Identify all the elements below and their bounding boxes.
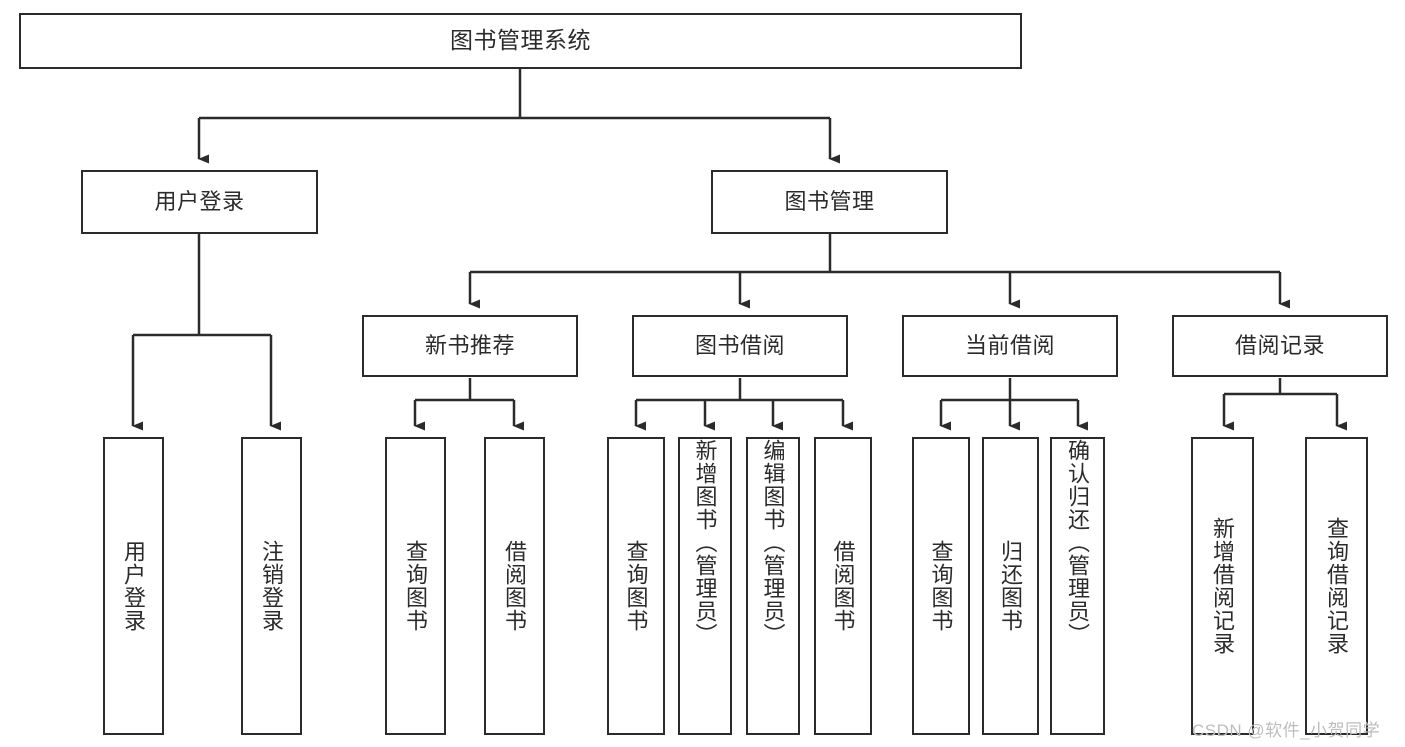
node-label: 编辑图书（管理员） bbox=[760, 439, 786, 646]
node-root-system[interactable]: 图书管理系统 bbox=[19, 13, 1022, 69]
leaf-current-borrow-confirm[interactable]: 确认归还（管理员） bbox=[1050, 437, 1105, 735]
node-label: 确认归还（管理员） bbox=[1065, 439, 1091, 646]
node-label: 借阅图书 bbox=[830, 540, 856, 632]
node-label: 查询图书 bbox=[623, 540, 649, 632]
node-label: 新书推荐 bbox=[424, 332, 515, 358]
watermark-text: CSDN @软件_小贺同学 bbox=[1192, 721, 1381, 740]
leaf-user-login-signin[interactable]: 用户登录 bbox=[103, 437, 164, 735]
node-book-management[interactable]: 图书管理 bbox=[711, 170, 948, 234]
node-label: 借阅记录 bbox=[1234, 332, 1325, 358]
node-label: 图书借阅 bbox=[694, 332, 785, 358]
leaf-book-borrow-borrow[interactable]: 借阅图书 bbox=[814, 437, 872, 735]
node-label: 用户登录 bbox=[154, 188, 245, 214]
leaf-book-borrow-add[interactable]: 新增图书（管理员） bbox=[678, 437, 732, 735]
node-label: 新增图书（管理员） bbox=[692, 439, 718, 646]
csdn-watermark: CSDN @软件_小贺同学 bbox=[1192, 716, 1380, 741]
leaf-book-borrow-edit[interactable]: 编辑图书（管理员） bbox=[746, 437, 800, 735]
node-user-login[interactable]: 用户登录 bbox=[81, 170, 318, 234]
leaf-user-login-signout[interactable]: 注销登录 bbox=[241, 437, 302, 735]
node-label: 图书管理 bbox=[784, 188, 875, 214]
leaf-borrow-record-query[interactable]: 查询借阅记录 bbox=[1305, 437, 1368, 735]
leaf-borrow-record-add[interactable]: 新增借阅记录 bbox=[1191, 437, 1254, 735]
leaf-new-book-query[interactable]: 查询图书 bbox=[385, 437, 446, 735]
node-label: 归还图书 bbox=[998, 540, 1024, 632]
node-book-borrow[interactable]: 图书借阅 bbox=[632, 315, 848, 377]
node-label: 注销登录 bbox=[259, 540, 285, 632]
node-label: 查询图书 bbox=[928, 540, 954, 632]
leaf-new-book-borrow[interactable]: 借阅图书 bbox=[484, 437, 545, 735]
node-borrow-record[interactable]: 借阅记录 bbox=[1172, 315, 1388, 377]
node-label: 查询图书 bbox=[403, 540, 429, 632]
node-label: 当前借阅 bbox=[964, 332, 1055, 358]
node-label: 借阅图书 bbox=[502, 540, 528, 632]
leaf-current-borrow-return[interactable]: 归还图书 bbox=[982, 437, 1039, 735]
node-new-book-recommend[interactable]: 新书推荐 bbox=[362, 315, 578, 377]
leaf-book-borrow-query[interactable]: 查询图书 bbox=[607, 437, 665, 735]
node-label: 用户登录 bbox=[121, 540, 147, 632]
node-label: 查询借阅记录 bbox=[1324, 517, 1350, 655]
node-current-borrow[interactable]: 当前借阅 bbox=[902, 315, 1118, 377]
leaf-current-borrow-query[interactable]: 查询图书 bbox=[912, 437, 970, 735]
node-label: 新增借阅记录 bbox=[1210, 517, 1236, 655]
node-label: 图书管理系统 bbox=[450, 27, 591, 54]
